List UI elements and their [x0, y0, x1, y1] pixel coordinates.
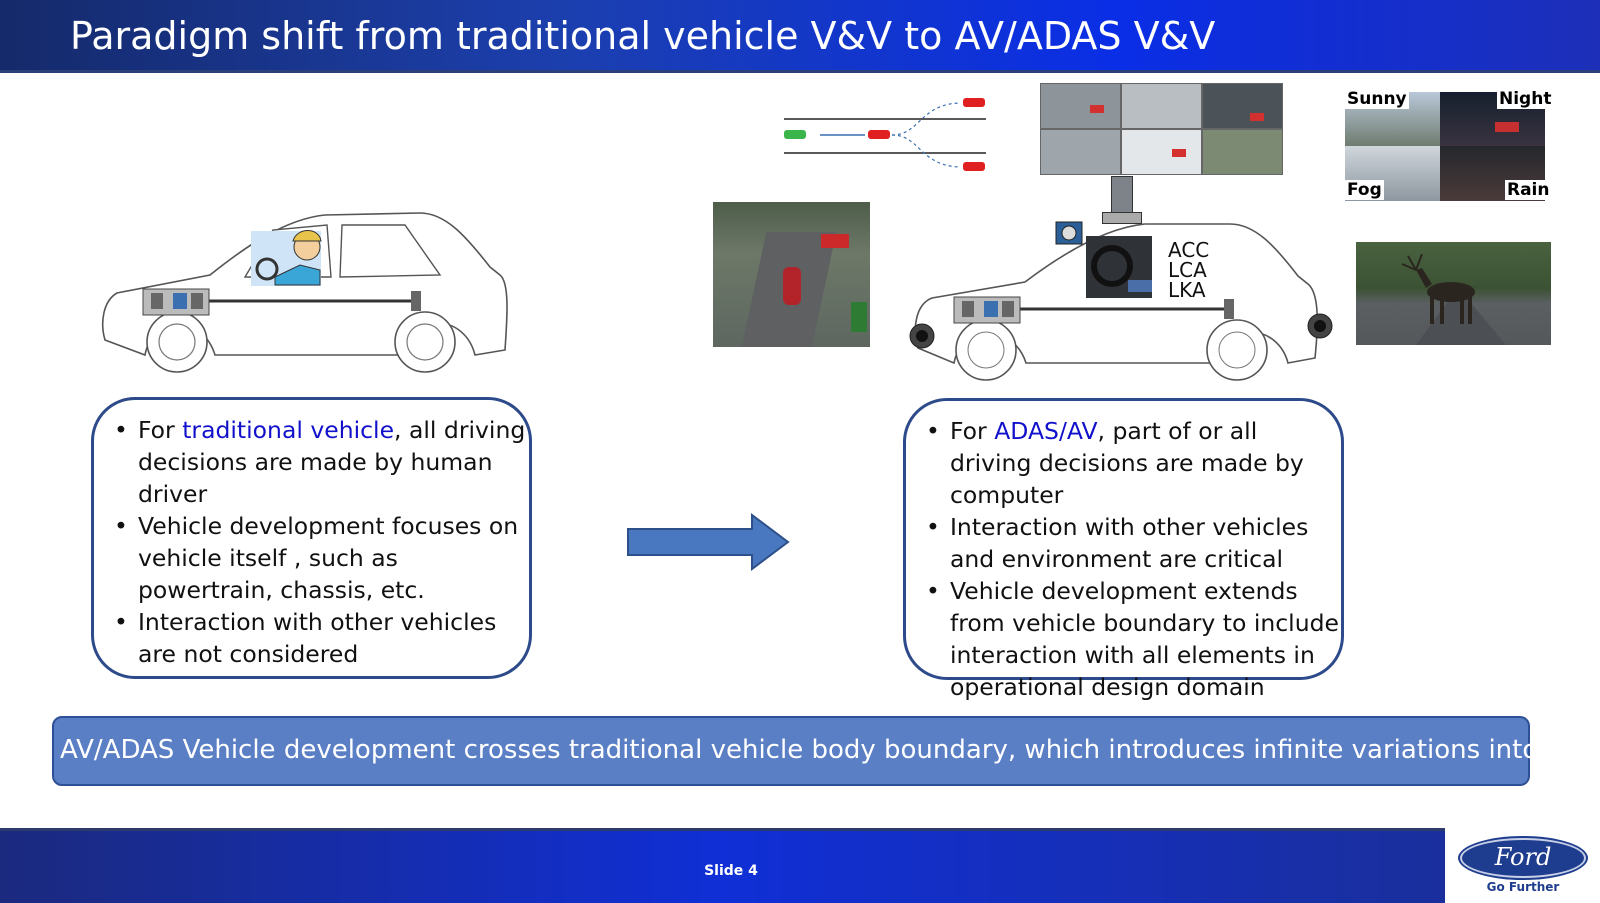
weather-label-rain: Rain [1505, 180, 1552, 200]
ford-oval-icon: Ford [1460, 838, 1586, 878]
feature-acc: ACC [1168, 238, 1210, 262]
title-bar: Paradigm shift from traditional vehicle … [0, 0, 1600, 73]
right-bullet-2: Interaction with other vehicles and envi… [906, 511, 1341, 575]
adas-av-box: For ADAS/AV, part of or all driving deci… [903, 398, 1344, 701]
left-bullet-2: Vehicle development focuses on vehicle i… [94, 510, 529, 606]
adas-car-illustration [909, 221, 1333, 381]
weather-label-fog: Fog [1345, 180, 1384, 200]
weather-label-night: Night [1497, 89, 1554, 109]
footer-bar: Slide 4 [0, 828, 1445, 903]
left-bullet-3: Interaction with other vehicles are not … [94, 606, 529, 670]
roof-sensor-base [1102, 212, 1142, 224]
deer-crossing-image [1356, 242, 1551, 345]
logo-tagline: Go Further [1486, 880, 1560, 894]
traditional-vehicle-box: For traditional vehicle, all driving dec… [91, 397, 532, 679]
traditional-car-illustration [101, 212, 508, 373]
driving-simulation-image [713, 202, 870, 347]
slide-title: Paradigm shift from traditional vehicle … [70, 14, 1216, 58]
ford-logo: Ford Go Further [1460, 838, 1586, 896]
weather-label-sunny: Sunny [1345, 89, 1409, 109]
feature-lca: LCA [1168, 258, 1207, 282]
highlight-traditional-vehicle: traditional vehicle [182, 416, 395, 444]
summary-text: AV/ADAS Vehicle development crosses trad… [60, 735, 1600, 765]
right-bullet-1: For ADAS/AV, part of or all driving deci… [906, 415, 1341, 511]
lane-change-diagram [784, 98, 986, 171]
feature-lka: LKA [1168, 278, 1206, 302]
right-arrow-icon [627, 513, 790, 571]
summary-banner: AV/ADAS Vehicle development crosses trad… [52, 716, 1600, 786]
slide-number: Slide 4 [704, 863, 758, 879]
feature-list: ACC LCA LKA [1168, 240, 1209, 300]
left-bullet-1: For traditional vehicle, all driving dec… [94, 414, 529, 510]
highlight-adas-av: ADAS/AV [994, 417, 1098, 445]
right-bullet-3: Vehicle development extends from vehicle… [906, 575, 1341, 703]
simulation-scenarios-image [1040, 83, 1283, 175]
